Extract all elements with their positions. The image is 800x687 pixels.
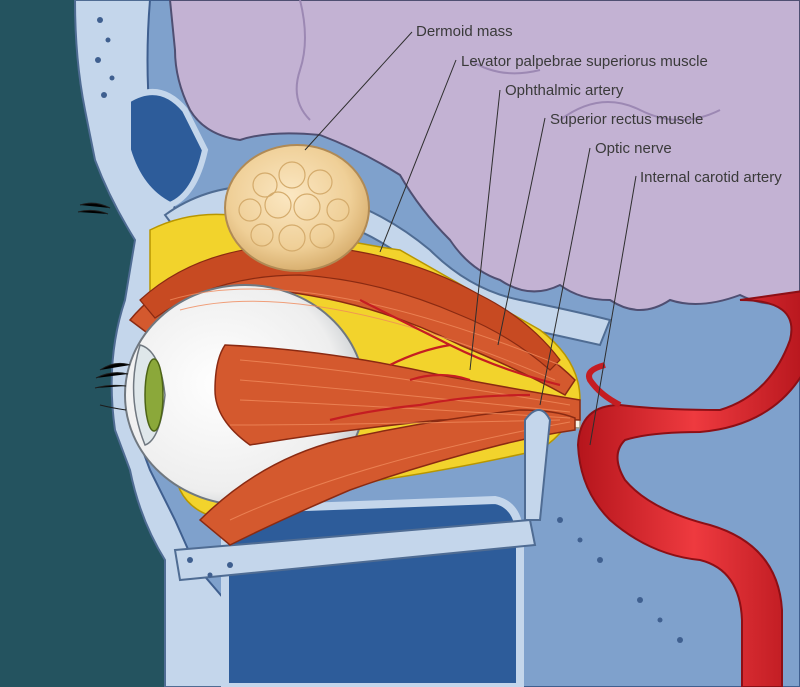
brain-sulcus <box>295 0 311 121</box>
label-levator: Levator palpebrae superiorus muscle <box>461 53 708 70</box>
leader-optic-nerve <box>539 147 591 406</box>
leader-ophthalmic-artery <box>469 89 501 371</box>
orbital-floor <box>173 518 537 582</box>
leader-dermoid-mass <box>304 31 413 151</box>
muscle-fibres <box>169 288 571 521</box>
label-internal-carotid: Internal carotid artery <box>640 169 782 186</box>
inferior-muscles <box>198 409 576 546</box>
anterior-clinoid <box>524 409 552 521</box>
brain <box>168 0 800 311</box>
frontal-sinus <box>125 89 209 209</box>
brain-sulcus <box>469 59 541 75</box>
label-ophthalmic-artery: Ophthalmic artery <box>505 82 624 99</box>
carotid-branch <box>586 362 622 408</box>
eyelashes <box>77 202 131 411</box>
label-superior-rectus: Superior rectus muscle <box>550 111 703 128</box>
leader-internal-carotid <box>589 175 637 446</box>
internal-carotid-artery <box>576 290 800 687</box>
label-optic-nerve: Optic nerve <box>595 140 672 157</box>
iris <box>144 358 164 432</box>
leader-levator <box>379 59 457 253</box>
spongy-bone <box>95 17 683 643</box>
brain-sulcus <box>559 101 721 121</box>
dermoid-mass <box>224 144 370 272</box>
leader-superior-rectus <box>497 117 546 346</box>
ophthalmic-artery <box>329 299 561 422</box>
label-dermoid-mass: Dermoid mass <box>416 23 513 40</box>
